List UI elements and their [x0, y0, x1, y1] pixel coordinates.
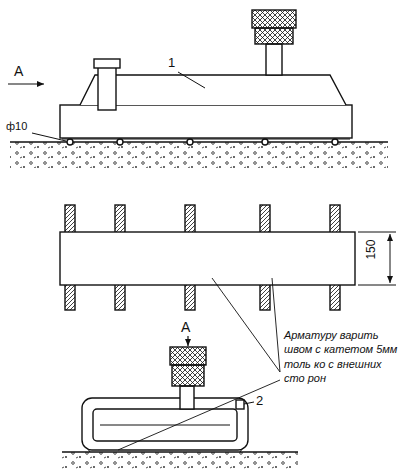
view-letter: А — [14, 64, 23, 79]
view-letter: А — [181, 320, 190, 335]
callout-number: 2 — [256, 394, 263, 408]
weld-note: Арматуру варить швом с катетом 5мм толь … — [284, 328, 402, 385]
callout-number: 1 — [168, 56, 175, 70]
dimension-label: 150 — [365, 240, 378, 260]
diameter-label: ф10 — [6, 120, 27, 132]
